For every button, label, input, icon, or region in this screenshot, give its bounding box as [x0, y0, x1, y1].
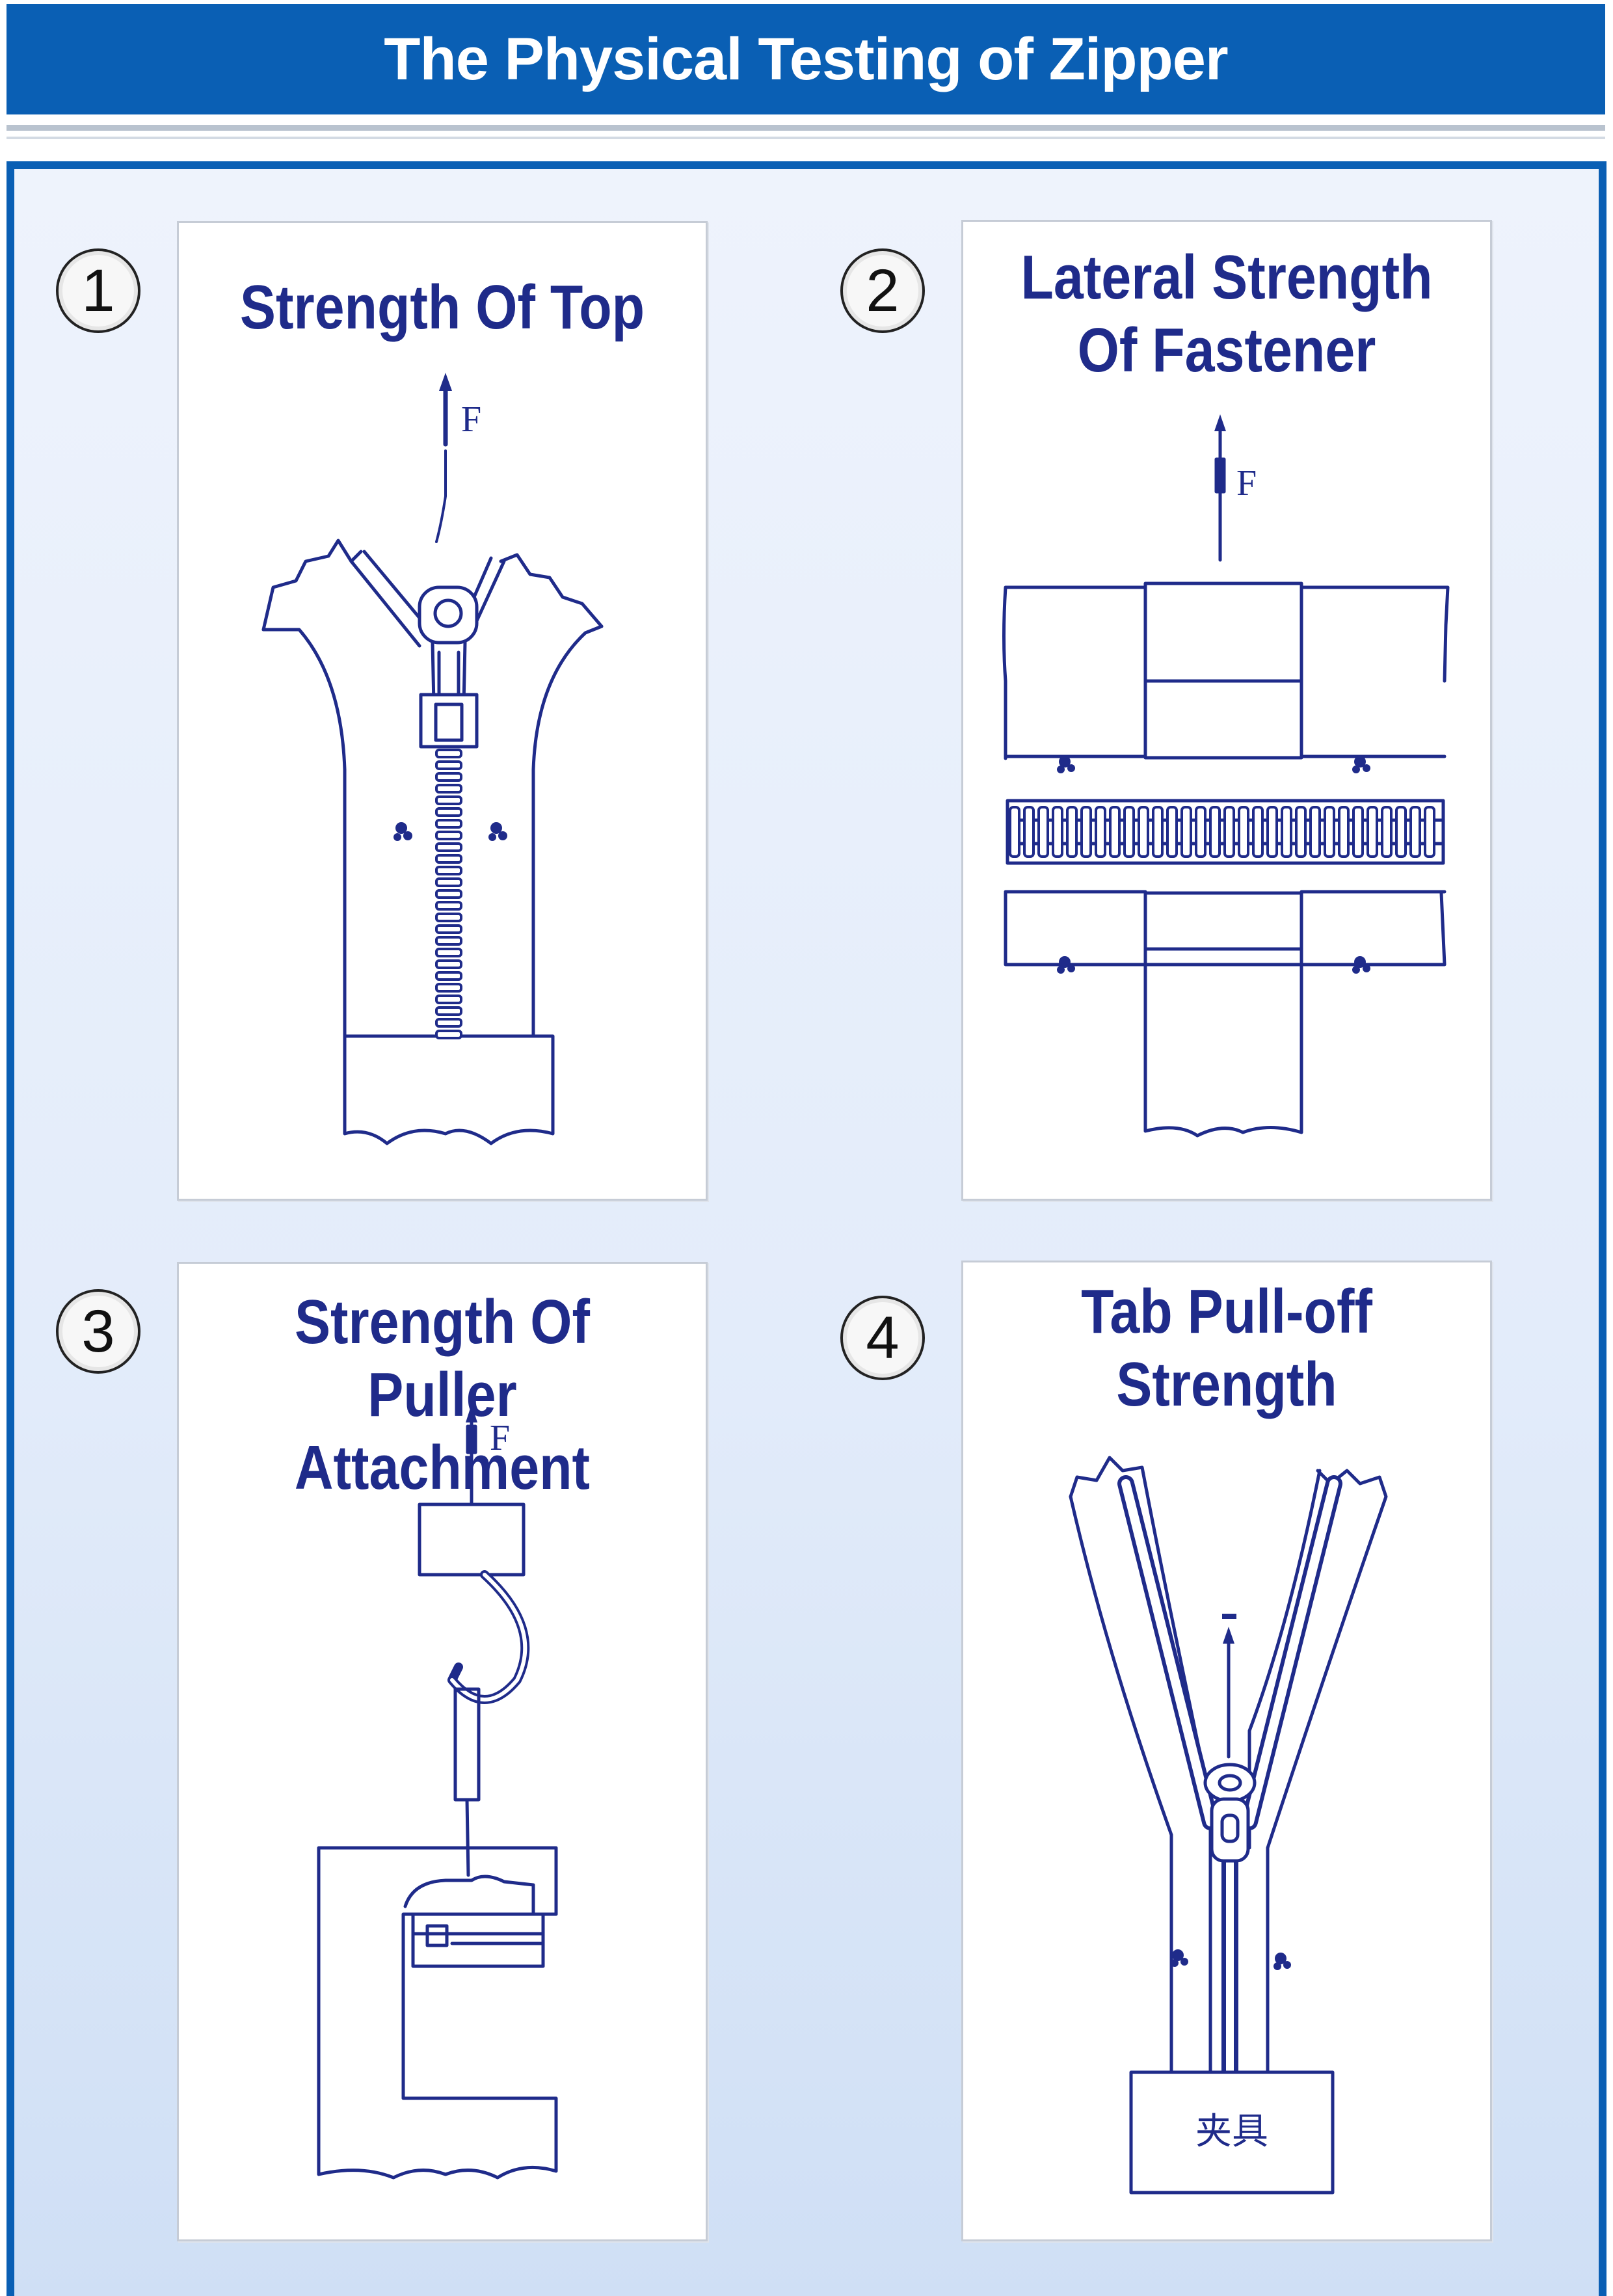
- card-title-line: Tab Pull-off: [1081, 1277, 1372, 1346]
- step-number-text: 4: [866, 1304, 900, 1371]
- strength-of-top-diagram: F: [261, 373, 604, 1145]
- lateral-strength-diagram: F: [1002, 414, 1450, 1138]
- card-lateral-strength-of-fastener: Lateral Strength Of Fastener F: [961, 220, 1492, 1201]
- zipper-teeth: [435, 749, 462, 1039]
- force-label: F: [1236, 463, 1257, 503]
- card-title: Tab Pull-off Strength: [1000, 1275, 1454, 1421]
- puller-attachment-diagram: F: [317, 1404, 558, 2180]
- step-number-4: 4: [840, 1296, 925, 1380]
- card-strength-of-top: Strength Of Top: [177, 221, 708, 1201]
- card-title-line: Strength: [1116, 1350, 1337, 1419]
- divider-rule-thin: [7, 137, 1605, 139]
- step-number-3: 3: [56, 1289, 140, 1374]
- force-label: F: [461, 399, 481, 440]
- card-title-line: Of Fastener: [1077, 315, 1376, 385]
- card-title: Strength Of Top: [216, 271, 669, 344]
- divider-rule: [7, 125, 1605, 131]
- step-number-text: 1: [81, 257, 115, 324]
- card-title-line: Puller Attachment: [294, 1360, 591, 1502]
- card-title-line: Lateral Strength: [1020, 243, 1433, 312]
- title-banner: The Physical Testing of Zipper: [7, 4, 1605, 114]
- card-title: Lateral Strength Of Fastener: [1000, 241, 1454, 387]
- card-strength-of-puller-attachment: Strength Of Puller Attachment F: [177, 1262, 708, 2241]
- card-title: Strength Of Puller Attachment: [216, 1286, 669, 1504]
- step-number-text: 2: [866, 257, 900, 324]
- tab-pull-off-diagram: 夹具: [1069, 1456, 1388, 2195]
- card-title-line: Strength Of Top: [239, 273, 645, 342]
- card-title-line: Strength Of: [294, 1287, 591, 1357]
- step-number-2: 2: [840, 248, 925, 333]
- force-label: F: [490, 1418, 510, 1458]
- step-number-1: 1: [56, 248, 140, 333]
- zipper-teeth: [1009, 806, 1435, 858]
- card-tab-pull-off-strength: Tab Pull-off Strength: [961, 1261, 1492, 2241]
- page-title: The Physical Testing of Zipper: [384, 25, 1228, 92]
- clamp-label: 夹具: [1195, 2111, 1268, 2153]
- step-number-text: 3: [81, 1298, 115, 1365]
